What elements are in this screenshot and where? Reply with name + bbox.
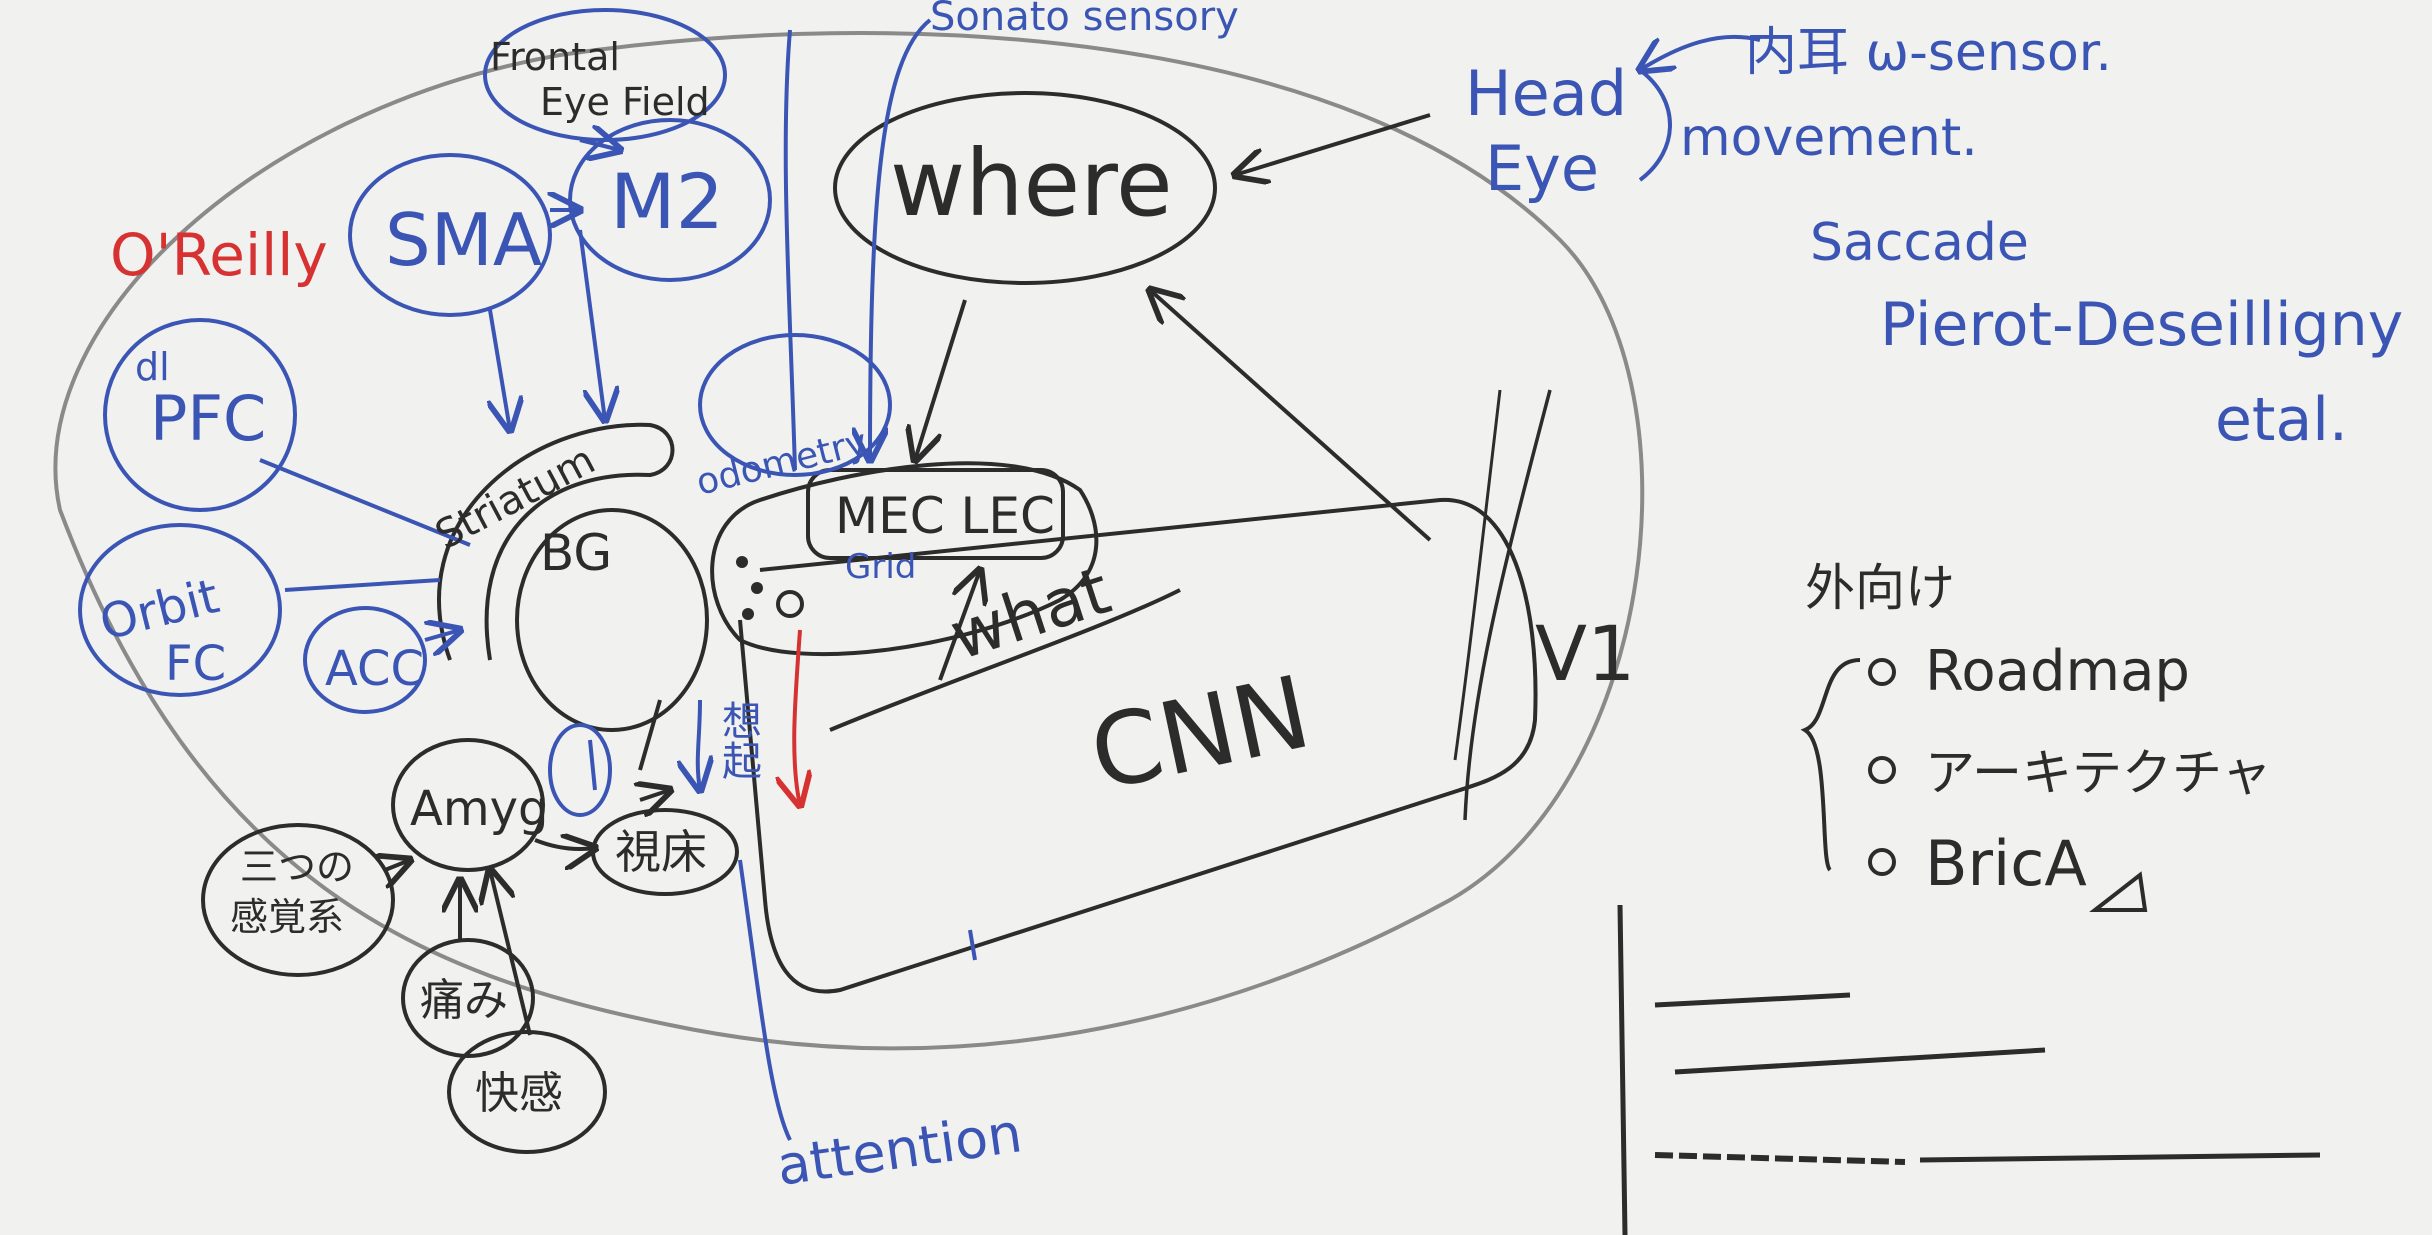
m2-label: M2 (610, 157, 724, 246)
frontal-label: Frontal (490, 35, 620, 79)
table-line-3a (1654, 1152, 1906, 1165)
recall-arrow (794, 629, 800, 805)
arrow-thalamus-down (698, 699, 700, 790)
recall-label: 想起 (715, 700, 761, 780)
arrow-v1-where (1150, 290, 1432, 542)
amyg-label: Amyg (410, 781, 548, 837)
acc-ellipse (303, 606, 427, 714)
movement-label: movement. (1680, 108, 1978, 168)
table-line-1 (1654, 992, 1851, 1008)
pleasure-label: 快感 (475, 1068, 563, 1119)
list-item-3: BricA (1925, 827, 2087, 900)
line-amyg-blue (588, 739, 597, 791)
hippocampus-outline (710, 461, 1099, 657)
author-label-2: etal. (2215, 385, 2348, 455)
brain-outline (53, 31, 1645, 1051)
acc-label: ACC (325, 641, 424, 697)
pfc-prefix-label: dl (135, 345, 170, 389)
eye-field-label: Eye Field (540, 80, 710, 124)
arrow-inner-ear (1640, 34, 1761, 70)
line-what-hippo (829, 588, 1181, 732)
list-bullet-3 (1868, 848, 1896, 876)
fc-label: FC (165, 636, 226, 692)
cnn-box (738, 497, 1538, 994)
table-line-3b (1919, 1152, 2321, 1163)
sma-ellipse (348, 153, 552, 317)
hippo-dot-2 (751, 582, 763, 594)
line-attention (738, 859, 792, 1141)
delta-icon (2089, 871, 2148, 912)
inner-ear-label: 内耳 ω-sensor. (1745, 23, 2112, 83)
what-label: what (941, 552, 1119, 675)
oreilly-label: O'Reilly (110, 221, 328, 289)
list-item-1: Roadmap (1925, 639, 2190, 704)
amyg-ellipse (391, 738, 545, 872)
arrow-where-mec (915, 299, 967, 460)
cnn-label: CNN (1081, 653, 1320, 813)
arrow-sense-amyg (385, 860, 410, 870)
arrow-sensory-mec (870, 18, 932, 460)
attention-label: attention (773, 1101, 1026, 1198)
where-ellipse (833, 91, 1217, 285)
author-label-1: Pierot-Deseilligny (1880, 290, 2403, 360)
v1-stroke-left (1463, 389, 1552, 821)
v1-stroke-right (1453, 389, 1502, 761)
arrow-m2-striatum (578, 229, 605, 420)
cnn-tick (968, 929, 977, 961)
mec-lec-box (806, 468, 1065, 560)
arrow-pleasure-amyg (490, 870, 532, 1036)
table-line-2 (1674, 1047, 2046, 1075)
list-heading: 外向け (1805, 559, 1955, 617)
head-label: Head (1465, 57, 1627, 130)
arrow-fef-m2 (579, 140, 620, 150)
sense-label-2: 感覚系 (230, 895, 344, 939)
list-bullet-1 (1868, 658, 1896, 686)
arrow-head-where (1235, 113, 1431, 175)
where-label: where (890, 130, 1173, 237)
list-bullet-2 (1868, 756, 1896, 784)
line-bg-amyg (638, 699, 662, 771)
saccade-label: Saccade (1810, 213, 2029, 273)
eye-label: Eye (1485, 132, 1599, 205)
mec-lec-label: MEC LEC (835, 487, 1055, 545)
arrow-thalamus-up (640, 790, 670, 800)
head-eye-brace (1638, 68, 1672, 182)
odometry-ellipse (698, 333, 892, 477)
pfc-label: PFC (150, 382, 266, 455)
striatum-arc (437, 422, 675, 661)
hippo-dot-4 (742, 608, 754, 620)
table-vertical-line (1617, 904, 1628, 1235)
arrow-amyg-thalamus (534, 840, 595, 849)
sense-ellipse (201, 823, 395, 977)
line-ofc-striatum (284, 578, 441, 592)
hippo-dot-1 (736, 556, 748, 568)
line-sensory-down (783, 29, 797, 471)
orbit-fc-ellipse (78, 523, 282, 697)
list-brace (1800, 658, 1861, 872)
amyg-blue-ellipse (548, 723, 612, 817)
arrow-acc-striatum (425, 630, 460, 640)
sense-label-1: 三つの (240, 845, 354, 889)
line-pfc-striatum (259, 458, 471, 547)
pain-ellipse (401, 938, 535, 1058)
arrow-sma-striatum (490, 309, 510, 430)
pain-label: 痛み (420, 975, 508, 1026)
hippo-dot-3 (776, 590, 804, 618)
thalamus-label: 視床 (615, 825, 707, 879)
list-item-2: アーキテクチャ (1925, 744, 2272, 802)
pfc-ellipse (103, 318, 297, 512)
pleasure-ellipse (447, 1030, 607, 1154)
arrow-what-lec (938, 570, 980, 681)
v1-label: V1 (1535, 609, 1635, 698)
sma-label: SMA (385, 198, 542, 282)
sonato-sensory-label: Sonato sensory (930, 0, 1239, 40)
grid-label: Grid (845, 547, 916, 587)
bg-label: BG (540, 524, 612, 582)
bg-circle (515, 508, 709, 732)
